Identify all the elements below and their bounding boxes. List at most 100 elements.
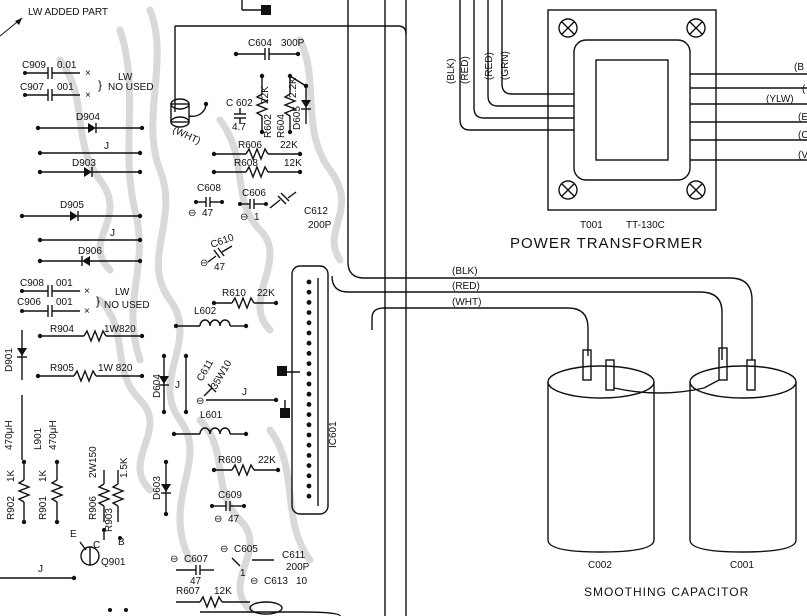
svg-text:1K: 1K <box>38 469 49 482</box>
r610-l602: R610 22K L602 <box>173 288 279 329</box>
svg-text:(GRN): (GRN) <box>500 51 511 80</box>
svg-text:D603: D603 <box>152 476 163 500</box>
svg-text:470μH: 470μH <box>4 420 15 450</box>
resistors-r902-r901: R902 1K R901 1K <box>6 459 64 525</box>
svg-text:47: 47 <box>190 576 202 587</box>
ic601: IC601 <box>277 265 339 515</box>
svg-text:⊖: ⊖ <box>250 576 258 587</box>
screw-icon <box>558 18 578 38</box>
cap-c611: C611 35W10 ⊖ J <box>195 358 279 407</box>
svg-text:⊖: ⊖ <box>240 212 248 223</box>
svg-text:⊖: ⊖ <box>220 544 228 555</box>
ic-pin <box>306 412 312 417</box>
svg-text:R606: R606 <box>238 140 262 151</box>
cap-pair-c909-c907: C909 0.01 C907 001 ×× } LW NO USED <box>20 60 154 101</box>
svg-text:}: } <box>98 78 103 92</box>
diode-d901: D901 <box>4 330 27 380</box>
svg-text:IC601: IC601 <box>328 421 339 448</box>
c002-ref: C002 <box>588 560 612 571</box>
svg-text:D604: D604 <box>152 374 163 398</box>
svg-text:}: } <box>96 294 101 308</box>
screw-icon <box>686 180 706 200</box>
svg-text:4.7: 4.7 <box>232 122 246 133</box>
svg-text:R904: R904 <box>50 324 74 335</box>
svg-text:12K: 12K <box>284 158 302 169</box>
svg-text:D901: D901 <box>4 348 15 372</box>
svg-text:×: × <box>85 90 91 101</box>
svg-text:B: B <box>118 537 125 548</box>
svg-text:J: J <box>175 380 180 391</box>
svg-text:⊖: ⊖ <box>196 396 204 407</box>
svg-text:(BLK): (BLK) <box>452 266 478 277</box>
transistor-q901: E C B Q901 J <box>0 528 128 612</box>
svg-text:1W820: 1W820 <box>104 324 136 335</box>
diode-d603: D603 <box>152 459 171 517</box>
svg-text:D905: D905 <box>60 200 84 211</box>
svg-text:200P: 200P <box>286 562 310 573</box>
ic-pin <box>306 340 312 346</box>
svg-text:C908: C908 <box>20 278 44 289</box>
svg-text:J: J <box>242 387 247 398</box>
svg-text:R609: R609 <box>218 455 242 466</box>
svg-text:2W150: 2W150 <box>88 446 99 478</box>
svg-text:1.5K: 1.5K <box>119 457 130 478</box>
svg-text:L901: L901 <box>33 427 44 450</box>
ic-pin <box>306 391 312 397</box>
diode-d604: D604 J <box>152 353 189 415</box>
svg-text:×: × <box>85 68 91 79</box>
svg-text:R903: R903 <box>104 508 115 532</box>
cap-c609: C609 ⊖ 47 <box>210 490 246 525</box>
svg-text:L602: L602 <box>194 306 217 317</box>
capacitors-title: SMOOTHING CAPACITOR <box>584 585 749 599</box>
ic-pin <box>306 371 312 377</box>
svg-text:47: 47 <box>214 262 226 273</box>
svg-text:22K: 22K <box>280 140 298 151</box>
svg-text:C604: C604 <box>248 38 272 49</box>
svg-text:C613: C613 <box>264 576 288 587</box>
svg-text:(RED): (RED) <box>452 281 480 292</box>
c602-r602-r604-d605: C 602 4.7 R602 22K R604 2.2K D605 <box>226 73 311 138</box>
ic-pin <box>306 279 312 285</box>
svg-text:R901: R901 <box>38 496 49 520</box>
svg-text:D903: D903 <box>72 158 96 169</box>
svg-text:1: 1 <box>240 568 246 579</box>
resistors-r906-r903: R906 2W150 R903 1.5K <box>88 446 130 532</box>
svg-text:⊖: ⊖ <box>170 554 178 565</box>
svg-text:R604: R604 <box>276 114 287 138</box>
ic-pin <box>306 473 312 479</box>
svg-text:LW: LW <box>118 72 133 83</box>
capacitor-c001[interactable]: C001 <box>613 347 797 571</box>
svg-text:1W 820: 1W 820 <box>98 363 133 374</box>
wire-harness: (BLK) (RED) (WHT) <box>331 0 753 360</box>
svg-text:47: 47 <box>228 514 240 525</box>
svg-text:2.2K: 2.2K <box>288 77 299 98</box>
cap-pair-c908-c906: C908 001 C906 001 ×× } LW NO USED <box>17 278 150 317</box>
ic-pin <box>306 351 312 356</box>
transformer-ref: T001 <box>580 220 603 231</box>
terminal-pad <box>261 5 271 15</box>
svg-text:D906: D906 <box>78 246 102 257</box>
resistors-r606-r608: R606 22K R608 12K <box>211 140 303 179</box>
svg-text:C: C <box>93 540 100 551</box>
svg-text:⊖: ⊖ <box>188 208 196 219</box>
svg-text:(YLW): (YLW) <box>766 94 794 105</box>
svg-text:×: × <box>84 286 90 297</box>
svg-text:C909: C909 <box>22 60 46 71</box>
caps-c608-c606-c612: C608 ⊖ 47 C606 ⊖ 1 C612 200P <box>188 183 332 231</box>
cap-c610: C610 ⊖ 47 <box>200 232 236 273</box>
transformer-title: POWER TRANSFORMER <box>510 235 703 252</box>
svg-text:R906: R906 <box>88 496 99 520</box>
ic-pin <box>306 432 312 438</box>
capacitor-c002[interactable]: C002 <box>547 349 655 571</box>
bottom-cluster: ⊖ C607 47 ⊖ C605 1 C611 200P ⊖ C613 10 R… <box>170 544 341 616</box>
svg-text:R607: R607 <box>176 586 200 597</box>
screw-icon <box>686 18 706 38</box>
svg-text:(V: (V <box>798 150 807 161</box>
power-transformer[interactable]: (BLK) (RED) (RED) (GRN) (B ( (YLW) (E (C… <box>446 0 807 252</box>
svg-text:R902: R902 <box>6 496 17 520</box>
inductor-l901: 470μH L901 470μH <box>4 395 59 460</box>
svg-text:22K: 22K <box>260 86 271 104</box>
svg-text:R608: R608 <box>234 158 258 169</box>
svg-text:300P: 300P <box>281 38 305 49</box>
svg-text:470μH: 470μH <box>48 420 59 450</box>
